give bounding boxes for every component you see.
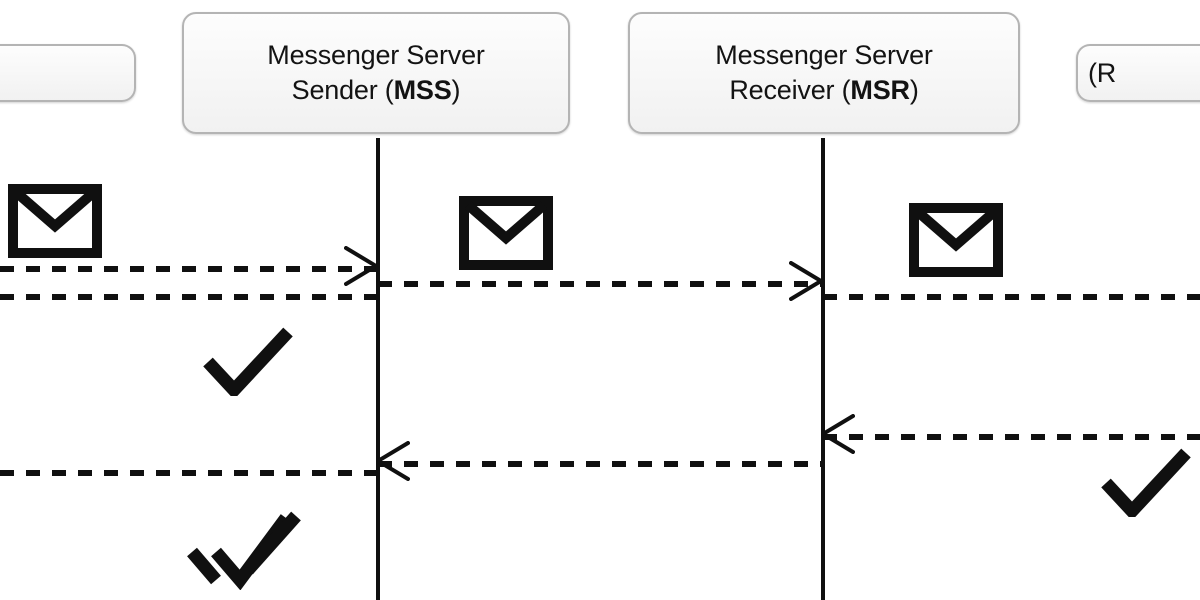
participant-abbrev-msr: MSR [850,75,910,105]
message-line-msg-7 [0,470,376,476]
lifeline-mss [376,138,380,600]
check-icon [200,326,296,396]
participant-label-mss: Messenger Server Sender (MSS) [267,40,485,105]
arrowhead-left-msg-5 [821,414,855,454]
participant-box-right-partial: (R [1076,44,1200,102]
envelope-icon [8,184,102,258]
participant-box-left-partial: r [0,44,136,102]
lifeline-msr [821,138,825,600]
envelope-icon [909,203,1003,277]
message-line-msg-2 [378,281,821,287]
arrowhead-left-msg-6 [376,441,410,481]
arrowhead-right-msg-2 [789,261,823,301]
participant-label-msr: Messenger Server Receiver (MSR) [715,40,933,105]
message-line-msg-1 [0,266,376,272]
participant-box-mss: Messenger Server Sender (MSS) [182,12,570,134]
message-line-msg-4 [823,294,1200,300]
message-line-msg-6 [378,461,823,467]
message-line-msg-5 [823,434,1200,440]
message-line-msg-3 [0,294,378,300]
participant-box-msr: Messenger Server Receiver (MSR) [628,12,1020,134]
arrowhead-right-msg-1 [344,246,378,286]
participant-label-right-partial: (R [1088,57,1117,88]
envelope-icon [459,196,553,270]
participant-abbrev-mss: MSS [393,75,452,105]
double-check-icon [186,508,302,590]
check-icon [1098,447,1194,517]
